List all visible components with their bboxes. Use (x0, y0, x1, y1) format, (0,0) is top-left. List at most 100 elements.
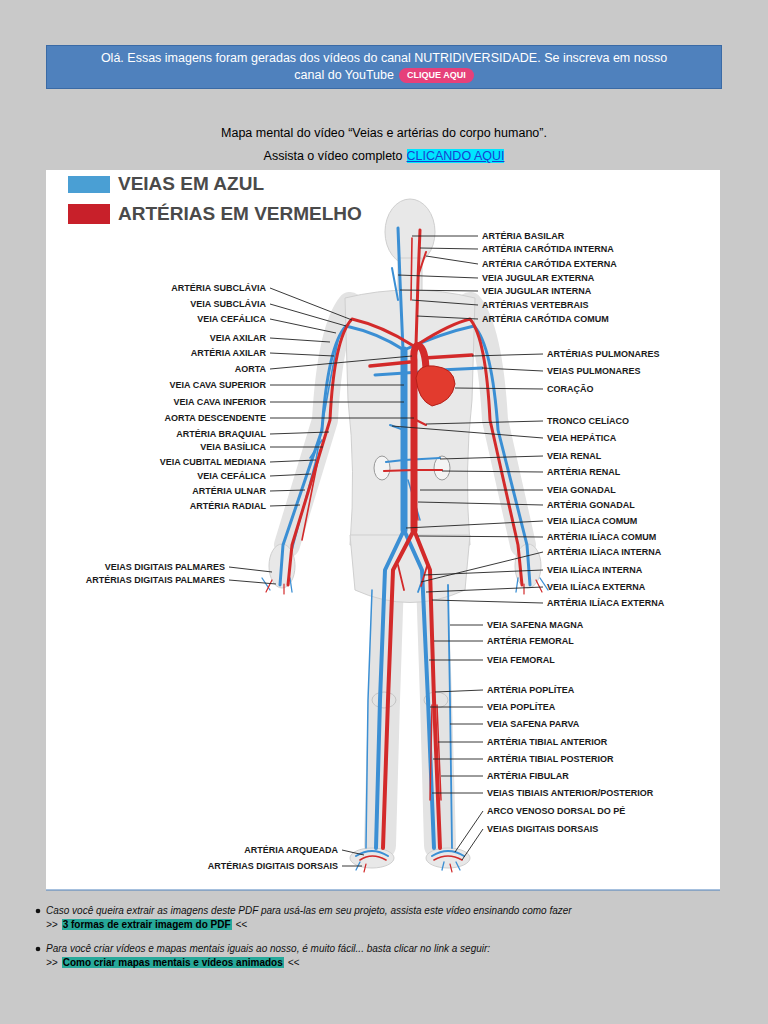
anatomy-label: ARTÉRIA ILÍACA EXTERNA (547, 597, 664, 609)
body-silhouette-part (345, 290, 475, 545)
body-silhouette-part (434, 456, 450, 480)
anatomy-label: ARTÉRIAS PULMONARES (547, 348, 660, 360)
anatomy-label: ARTÉRIA TIBIAL ANTERIOR (487, 736, 607, 748)
anatomy-label: ARTÉRIAS VERTEBRAIS (482, 299, 589, 311)
title-row: Mapa mental do vídeo “Veias e artérias d… (0, 125, 768, 141)
veins-part (401, 350, 408, 530)
note-text: << (288, 957, 300, 968)
leader-line (270, 474, 311, 476)
banner-box: Olá. Essas imagens foram geradas dos víd… (46, 45, 722, 89)
bullet-dot-part (36, 909, 41, 914)
anatomy-label: ARTÉRIA ULNAR (192, 485, 266, 497)
veins-part (262, 578, 548, 592)
legend-text: VEIAS EM AZUL (118, 173, 264, 195)
leader-line (342, 866, 362, 867)
body-silhouette-part (385, 199, 435, 265)
anatomy-label: ARTÉRIA AXILAR (191, 347, 266, 359)
anatomy-label: ARTÉRIA TIBIAL POSTERIOR (487, 753, 614, 765)
anatomy-label: VEIAS TIBIAIS ANTERIOR/POSTERIOR (487, 787, 653, 799)
leader-line (433, 759, 483, 760)
anatomy-label: VEIA RENAL (547, 450, 601, 462)
arteries-part (398, 565, 427, 590)
leader-line (420, 248, 478, 249)
anatomy-label: VEIA CEFÁLICA (197, 470, 266, 482)
arteries-part (288, 319, 412, 585)
veins-part (448, 585, 452, 848)
link-highlight: Como criar mapas mentais e vídeos animad… (62, 957, 284, 968)
arteries-part (430, 705, 441, 800)
leader-line (406, 521, 543, 528)
leader-line (270, 356, 412, 369)
leader-line (441, 776, 483, 777)
note-text: >> (46, 957, 58, 968)
anatomy-label: ARTÉRIA CARÓTIDA COMUM (482, 313, 609, 325)
anatomy-label: ARTÉRIA ILÍACA COMUM (547, 531, 656, 543)
leader-line (472, 354, 543, 356)
arteries-part (383, 530, 414, 848)
veins-part (366, 590, 372, 848)
anatomy-label: ARTÉRIAS DIGITAIS PALMARES (86, 574, 225, 586)
leader-line (430, 707, 483, 708)
leader-line (455, 388, 543, 389)
leader-line (482, 368, 543, 371)
anatomy-label: VEIAS PULMONARES (547, 365, 641, 377)
anatomy-label: VEIA ILÍACA INTERNA (547, 564, 642, 576)
anatomy-label: TRONCO CELÍACO (547, 415, 629, 427)
note-row: >>3 formas de extrair imagem do PDF<< (46, 918, 247, 931)
leader-line (412, 236, 478, 237)
leader-line (412, 300, 478, 305)
anatomy-label: ARTÉRIA BASILAR (482, 230, 564, 242)
note-text: Caso você queira extrair as imagens dest… (46, 905, 572, 916)
leader-line (270, 304, 346, 326)
leader-line (270, 460, 316, 462)
leader-line (229, 580, 276, 584)
leader-line (270, 418, 414, 419)
leader-line (421, 552, 543, 582)
leader-line (450, 625, 483, 626)
anatomy-label: ARTÉRIA RADIAL (190, 500, 266, 512)
leader-line (435, 690, 483, 692)
anatomy-label: VEIA CUBITAL MEDIANA (160, 456, 266, 468)
leader-line (450, 724, 483, 725)
legend-swatch (68, 176, 110, 193)
leader-line (342, 850, 364, 855)
heart (416, 366, 455, 406)
anatomy-label: VEIA JUGULAR EXTERNA (482, 272, 594, 284)
anatomy-label: VEIAS DIGITAIS PALMARES (105, 561, 225, 573)
anatomy-label: ARTÉRIAS DIGITAIS DORSAIS (208, 860, 338, 872)
body-silhouette-part (372, 692, 396, 708)
panel-part (46, 170, 720, 890)
veins-part (356, 862, 460, 870)
anatomy-label: VEIA SUBCLÁVIA (190, 298, 266, 310)
arteries-part (411, 238, 412, 300)
leader-line (229, 567, 272, 572)
link-row: Assista o vídeo completoCLICANDO AQUI (0, 148, 768, 164)
anatomy-label: ARTÉRIA FEMORAL (487, 635, 574, 647)
leader-line (426, 421, 543, 424)
leader-line (426, 256, 478, 264)
arteries-part (364, 864, 452, 872)
leader-line (270, 338, 330, 342)
body-silhouette-part (374, 456, 390, 480)
anatomy-label: VEIA JUGULAR INTERNA (482, 285, 591, 297)
leader-line (270, 505, 300, 506)
bullet-dot-part (36, 947, 41, 952)
leader-line (418, 536, 543, 537)
leader-line (270, 288, 352, 320)
leader-line (432, 793, 483, 794)
leader-line (462, 829, 483, 860)
arteries-part (418, 252, 426, 276)
anatomy-label: VEIAS DIGITAIS DORSAIS (487, 823, 598, 835)
anatomy-label: VEIA ILÍACA COMUM (547, 515, 637, 527)
leader-line (270, 432, 329, 434)
button-label: CLIQUE AQUI (407, 70, 466, 80)
panel-part (46, 889, 720, 890)
anatomy-label: ARTÉRIA CARÓTIDA EXTERNA (482, 258, 617, 270)
arteries-part (414, 530, 440, 848)
leader-line (418, 502, 543, 505)
heart-part (416, 366, 455, 406)
anatomy-label: CORAÇÃO (547, 383, 594, 395)
anatomy-label: VEIA AXILAR (210, 332, 266, 344)
panel (46, 170, 720, 890)
anatomy-label: ARTÉRIA BRAQUIAL (176, 428, 266, 440)
